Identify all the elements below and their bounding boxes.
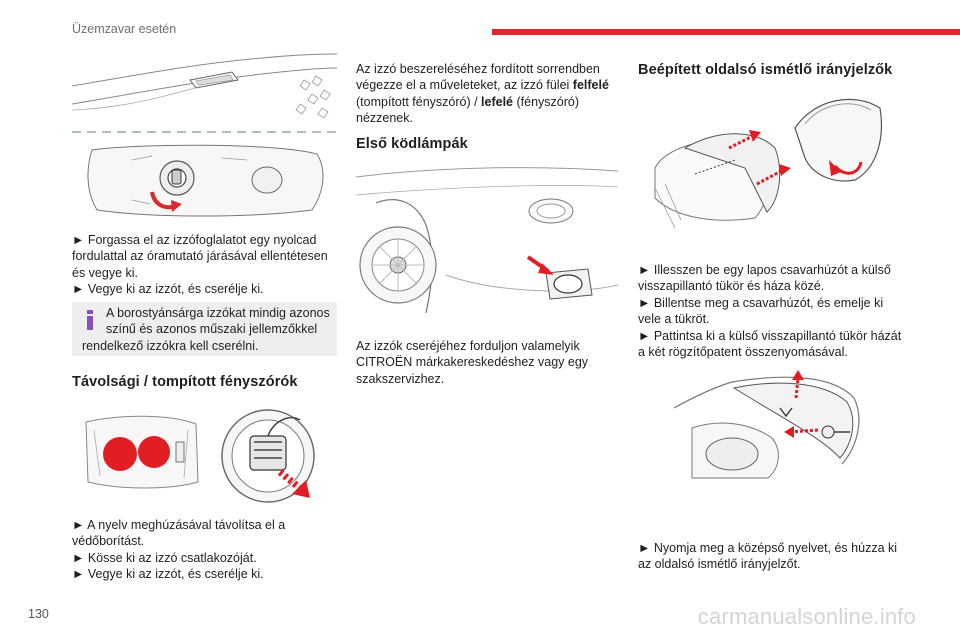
text-line: Az izzó beszereléséhez fordított sorrend… [356, 62, 600, 76]
text-line: ► A nyelv meghúzásával távolítsa el a [72, 518, 286, 532]
repeater-illustration [673, 370, 860, 479]
text-line: és vegye ki. [72, 265, 139, 280]
headlamp-connector-illustration [221, 409, 315, 503]
text-line: fordulattal az óramutató járásával ellen… [72, 249, 328, 264]
col2-intro: Az izzó beszereléséhez fordított sorrend… [356, 61, 626, 127]
fog-lamp-illustration [356, 167, 618, 313]
text-line: védőborítást. [72, 534, 145, 549]
text-line: ► Forgassa el az izzófoglalatot egy nyol… [72, 233, 317, 247]
col3-mirror-instructions: ► Illesszen be egy lapos csavarhúzót a k… [638, 262, 908, 360]
col3-repeater-instructions: ► Nyomja meg a középső nyelvet, és húzza… [638, 540, 908, 573]
text-line: (tompított fényszóró) / lefelé (fényszór… [356, 94, 580, 109]
text-line: ► Nyomja meg a középső nyelvet, és húzza… [638, 541, 898, 555]
watermark: carmanualsonline.info [697, 604, 916, 629]
text-line: az oldalsó ismétlő irányjelzőt. [638, 557, 801, 572]
note-line: rendelkező izzókra kell cserélni. [82, 338, 259, 353]
text-line: ► Vegye ki az izzót, és cserélje ki. [72, 282, 264, 297]
text-line: a két rögzítőpatent összenyomásával. [638, 345, 848, 360]
text-line: ► Billentse meg a csavarhúzót, és emelje… [638, 295, 884, 310]
text-line: ► Kösse ki az izzó csatlakozóját. [72, 550, 257, 565]
text-line: Az izzók cseréjéhez forduljon valamelyik [356, 339, 580, 353]
info-note: A borostyánsárga izzókat mindig azonos s… [72, 302, 337, 356]
text-line: végezze el a műveleteket, az izzó fülei … [356, 78, 609, 93]
note-line: A borostyánsárga izzókat mindig azonos [106, 306, 330, 320]
col2-fog-text: Az izzók cseréjéhez forduljon valamelyik… [356, 338, 626, 387]
text-line: ► Pattintsa ki a külső visszapillantó tü… [638, 328, 902, 343]
text-line: visszapillantó tükör és háza közé. [638, 279, 825, 294]
section-title: Üzemzavar esetén [72, 22, 177, 36]
col1-instructions: ► Forgassa el az izzófoglalatot egy nyol… [72, 232, 342, 298]
text-line: ► Illesszen be egy lapos csavarhúzót a k… [638, 263, 891, 277]
headlamp-bulbs-illustration [85, 415, 199, 489]
text-line: CITROËN márkakereskedéshez vagy egy [356, 355, 589, 370]
page-number: 130 [28, 607, 49, 621]
mirror-illustration [654, 98, 883, 229]
heading-side-repeaters: Beépített oldalsó ismétlő irányjelzők [638, 62, 893, 78]
text-line: nézzenek. [356, 111, 413, 126]
info-icon [87, 310, 93, 330]
text-line: szakszervizhez. [356, 371, 445, 386]
heading-headlamps: Távolsági / tompított fényszórók [72, 374, 298, 390]
bulb-holder-illustration [87, 144, 324, 217]
note-line: színű és azonos műszaki jellemzőkkel [106, 322, 318, 337]
text-line: vele a tükröt. [638, 312, 710, 327]
rear-lamp-illustration [72, 53, 337, 133]
text-line: ► Vegye ki az izzót, és cserélje ki. [72, 567, 264, 582]
heading-fog-lamps: Első ködlámpák [356, 136, 468, 152]
header-accent-bar [492, 29, 960, 35]
col1-headlamp-instructions: ► A nyelv meghúzásával távolítsa el a vé… [72, 517, 342, 583]
